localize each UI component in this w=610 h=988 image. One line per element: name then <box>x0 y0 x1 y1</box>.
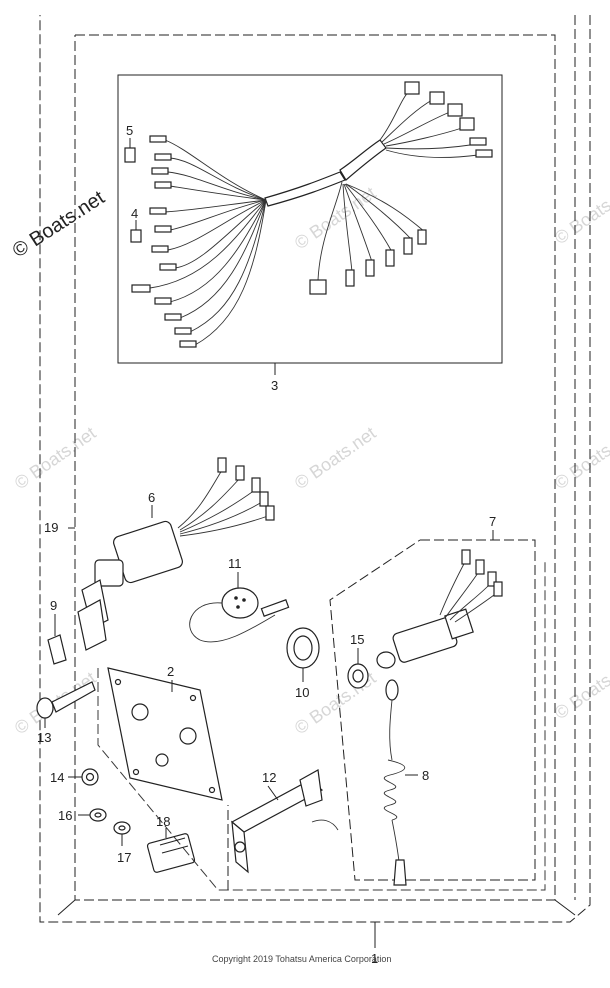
callout-4: 4 <box>131 206 138 221</box>
frame-corner <box>57 899 76 916</box>
part-16-washer <box>78 808 107 822</box>
part-7-box <box>329 539 536 881</box>
part-5-terminal <box>124 147 136 163</box>
watermark: © Boats.net <box>551 423 610 493</box>
callout-18: 18 <box>156 814 170 829</box>
part-17-washer <box>113 821 131 846</box>
wire-harness <box>131 81 493 348</box>
callout-8: 8 <box>422 768 429 783</box>
part-18-connector <box>146 828 196 873</box>
callout-10: 10 <box>295 685 309 700</box>
callout-5: 5 <box>126 123 133 138</box>
callout-6: 6 <box>148 490 155 505</box>
watermark: © Boats.net <box>11 423 100 493</box>
part-7-stop-switch <box>376 549 503 669</box>
watermark: © Boats.net <box>291 423 380 493</box>
part-12-bracket <box>230 769 339 874</box>
callout-7: 7 <box>489 514 496 529</box>
part-14-nut <box>68 768 99 786</box>
part-6-key-switch <box>77 457 275 651</box>
watermark: © Boats.net <box>551 653 610 723</box>
callout-13: 13 <box>37 730 51 745</box>
callout-19: 19 <box>44 520 58 535</box>
harness-box <box>117 74 503 364</box>
part-13-bolt <box>36 681 96 728</box>
frame-corner <box>554 899 576 916</box>
callout-15: 15 <box>350 632 364 647</box>
watermark: © Boats.net <box>551 178 610 248</box>
callout-11: 11 <box>228 556 242 571</box>
part-11-buzzer <box>189 572 290 643</box>
callout-9: 9 <box>50 598 57 613</box>
part-2-mounting-plate <box>107 667 223 801</box>
callout-1: 1 <box>371 951 378 966</box>
callout-2: 2 <box>167 664 174 679</box>
callout-16: 16 <box>58 808 72 823</box>
part-10-nut-ring <box>286 627 320 682</box>
callout-3: 3 <box>271 378 278 393</box>
part-8-lanyard <box>383 679 418 886</box>
copyright-text: Copyright 2019 Tohatsu America Corporati… <box>212 954 391 964</box>
callout-14: 14 <box>50 770 64 785</box>
part-9-clip <box>47 614 67 665</box>
watermark-main: © Boats.net <box>9 186 109 262</box>
part-15-nut <box>347 648 369 689</box>
inner-frame <box>97 560 546 891</box>
assembly-border-outer-frame <box>39 15 591 923</box>
callout-17: 17 <box>117 850 131 865</box>
callout-12: 12 <box>262 770 276 785</box>
part-4-terminal <box>130 229 142 243</box>
